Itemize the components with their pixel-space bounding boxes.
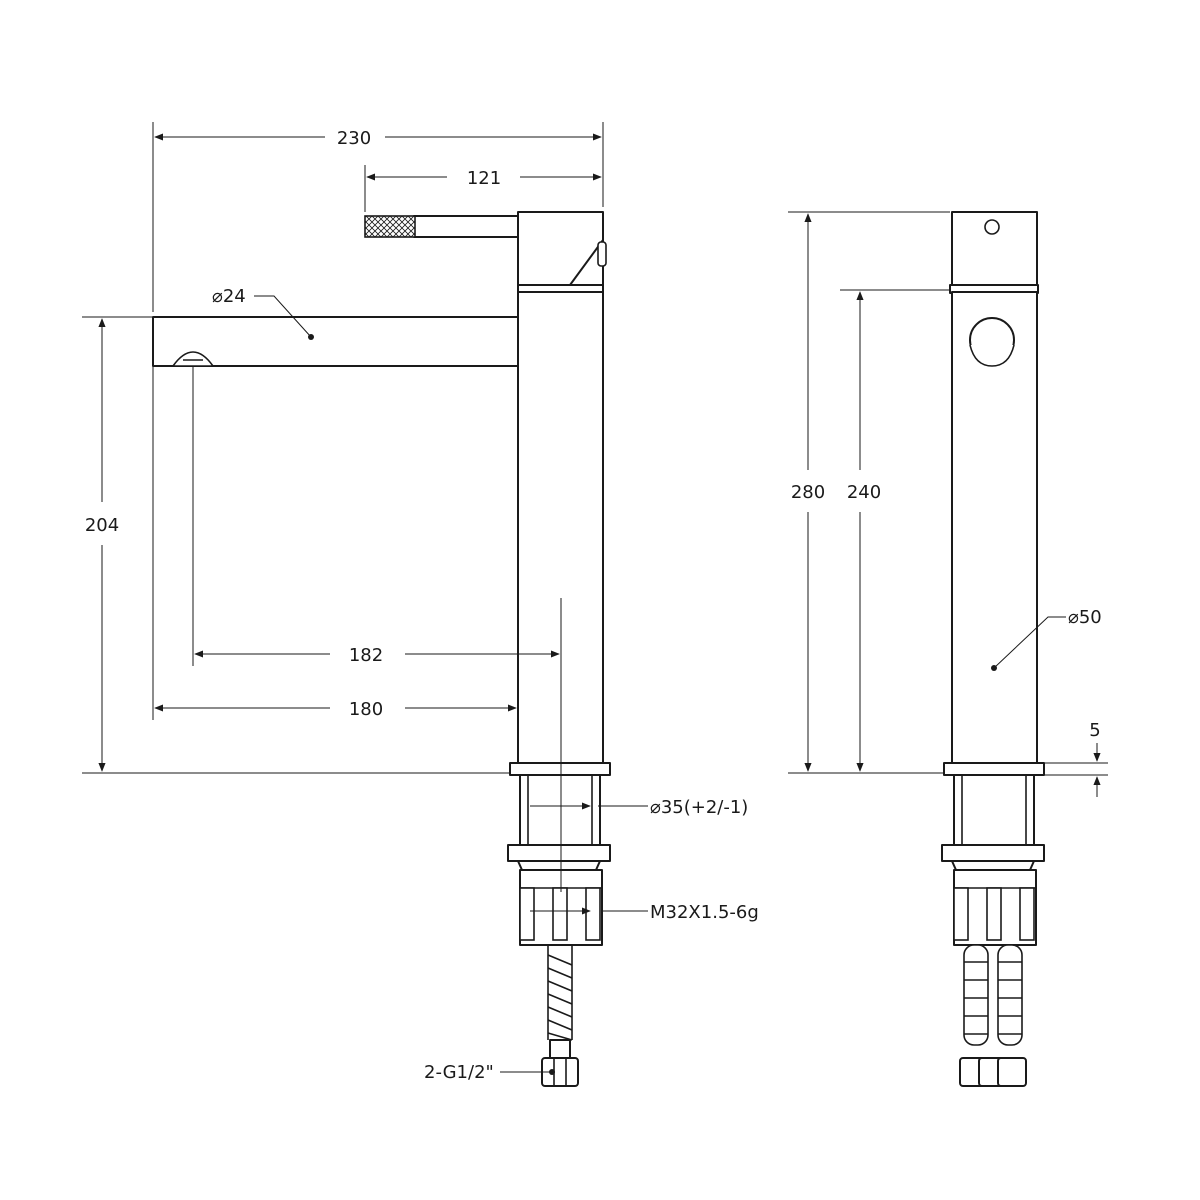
dim-total-height: 280 [791,482,825,503]
lever-handle [413,215,519,238]
side-supply-hoses [959,944,1027,1087]
hose-neck [549,1039,571,1059]
nut-fin-right [585,887,601,941]
side-knob-shadow [969,344,1015,367]
base-plate [509,762,611,776]
washer-ring [517,860,601,871]
dim-base-thickness: 5 [1089,720,1100,741]
lever-grip-knurl [364,215,416,238]
dim-thread: M32X1.5-6g [650,902,759,923]
side-body [951,291,1038,765]
side-dimensions: 280 240 ⌀50 5 [788,211,1108,797]
washer [507,844,611,862]
side-indicator-hole [984,219,1000,235]
dim-mount-hole: ⌀35(+2/-1) [650,797,748,818]
spout [152,316,521,367]
supply-hose [541,945,579,1087]
side-base-plate [943,762,1045,776]
nut-fin-left [519,887,535,941]
aerator [171,351,215,367]
dim-hose-connection: 2-G1/2" [424,1062,494,1083]
dim-handle-length: 121 [467,168,501,189]
dim-body-offset: 180 [349,699,383,720]
side-view [941,211,1045,1087]
nut-fin-center [552,887,568,941]
dim-body-height: 240 [847,482,881,503]
dim-body-diameter: ⌀50 [1068,607,1102,628]
dim-spout-reach: 182 [349,645,383,666]
dim-spout-diameter: ⌀24 [212,286,246,307]
dim-spout-height: 204 [85,515,119,536]
front-view [152,211,611,1087]
side-washer [941,844,1045,862]
front-dimensions: 230 121 ⌀24 204 182 180 ⌀35(+2/-1) [82,122,759,1083]
handle-button [597,241,607,267]
dim-overall-width: 230 [337,128,371,149]
